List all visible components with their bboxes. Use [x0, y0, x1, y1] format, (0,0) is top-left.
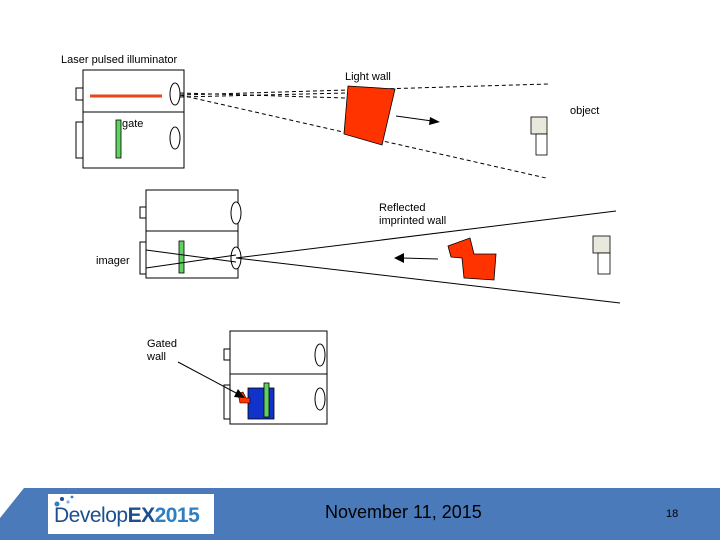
gated-device: [223, 330, 328, 425]
logo-text: DevelopEX2015: [54, 504, 200, 528]
gate-label: gate: [122, 118, 144, 130]
page-number: 18: [666, 508, 679, 520]
gated-wall-image: [247, 387, 275, 420]
logo-text-year: 2015: [154, 504, 200, 527]
logo-dots-icon: [54, 495, 74, 507]
imager-device: [139, 189, 242, 279]
logo-text-develop: Develop: [54, 504, 128, 527]
light-wall: [343, 85, 396, 146]
footer-corner-decoration: [0, 488, 24, 540]
object-label: object: [570, 105, 600, 117]
object-1: [530, 116, 548, 156]
gate-bar: [115, 119, 122, 159]
gated-wall-arrow: [177, 361, 245, 398]
gated-gate-bar: [263, 382, 270, 418]
illuminator-device: [75, 69, 185, 169]
footer-date: November 11, 2015: [325, 502, 482, 522]
reflected-wall: [447, 237, 497, 281]
laser-illuminator-label: Laser pulsed illuminator: [61, 54, 178, 66]
gated-label-line1: Gated: [147, 338, 177, 350]
reflected-label-line2: imprinted wall: [379, 215, 447, 227]
developex-logo: DevelopEX2015: [48, 494, 214, 534]
imager-label: imager: [96, 255, 130, 267]
reflected-label-line1: Reflected: [379, 202, 426, 214]
imaging-cone: [145, 210, 621, 304]
gated-label-line2: wall: [147, 351, 166, 363]
light-wall-arrow: [395, 115, 440, 125]
imager-gate-bar: [178, 240, 185, 274]
reflected-arrow: [394, 253, 439, 263]
footer: DevelopEX2015 November 11, 2015 18: [0, 488, 720, 540]
object-2: [592, 235, 611, 275]
light-wall-label: Light wall: [345, 71, 391, 83]
logo-text-ex: EX: [127, 504, 156, 527]
